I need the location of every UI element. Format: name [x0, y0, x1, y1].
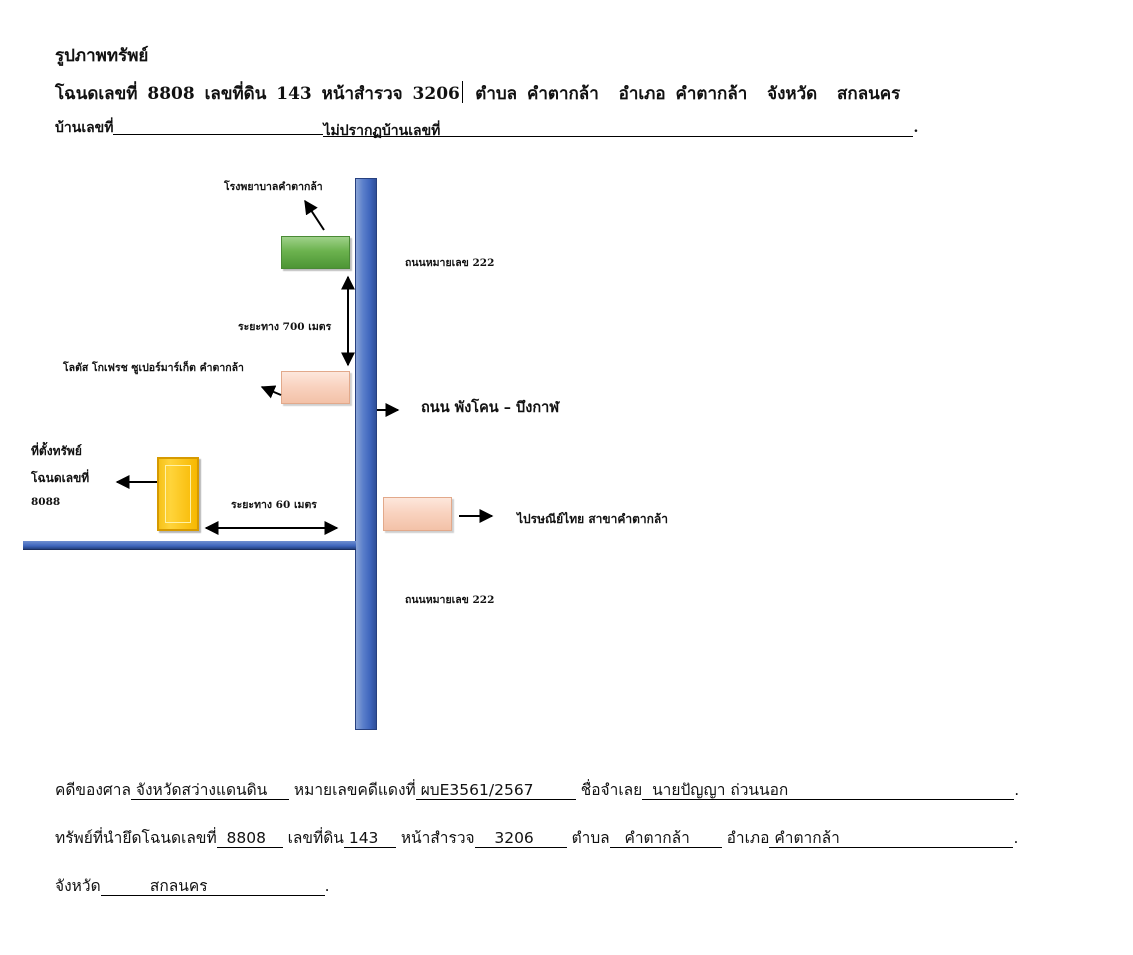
property-label-1: ที่ตั้งทรัพย์	[31, 444, 82, 458]
province-label: จังหวัด	[767, 84, 818, 104]
survey-number: 3206	[412, 84, 460, 104]
seized-deed-number: 8808	[226, 829, 266, 847]
post-office-label: ไปรษณีย์ไทย สาขาคำตากล้า	[517, 512, 668, 526]
defendant-label: ชื่อจำเลย	[580, 781, 643, 799]
court-case-line: คดีของศาล จังหวัดสว่างแดนดิน หมายเลขคดีแ…	[55, 777, 1019, 802]
highway-222-road	[355, 178, 377, 730]
survey-label: หน้าสำรวจ	[321, 84, 403, 104]
seized-survey-number: 3206	[494, 829, 534, 847]
property-label-2: โฉนดเลขที่	[31, 471, 90, 485]
seized-district: คำตากล้า	[774, 829, 840, 847]
seized-district-label: อำเภอ	[726, 829, 770, 847]
seized-land-field: 143	[343, 829, 396, 848]
seized-subdistrict-field: คำตากล้า	[609, 829, 722, 848]
seized-land-label: เลขที่ดิน	[287, 829, 344, 847]
court-label: คดีของศาล	[55, 781, 131, 799]
seized-province-field: สกลนคร	[100, 877, 325, 896]
property-label-3: 8088	[31, 496, 61, 508]
house-number-line: บ้านเลขที่ ไม่ปรากฏบ้านเลขที่.	[55, 117, 918, 139]
deed-label: โฉนดเลขที่	[55, 84, 138, 104]
seized-survey-label: หน้าสำรวจ	[400, 829, 475, 847]
seized-deed-line: ทรัพย์ที่นำยึดโฉนดเลขที่ 8808 เลขที่ดิน …	[55, 825, 1018, 850]
hospital-label: โรงพยาบาลคำตากล้า	[224, 181, 323, 193]
subdistrict-label: ตำบล	[475, 84, 518, 104]
case-number: ผบE3561/2567	[420, 781, 534, 799]
defendant-name: นายปัญญา ถ่วนนอก	[652, 781, 789, 799]
side-road	[23, 541, 356, 550]
court-field: จังหวัดสว่างแดนดิน	[130, 781, 289, 800]
house-blank	[113, 118, 324, 135]
seized-province-line: จังหวัด สกลนคร.	[55, 873, 330, 898]
line2-end: .	[1013, 829, 1019, 847]
defendant-field: นายปัญญา ถ่วนนอก	[642, 781, 1015, 800]
main-road-label: ถนน พังโคน – บึงกาฬ	[421, 399, 560, 416]
seized-province: สกลนคร	[149, 877, 208, 895]
district-label: อำเภอ	[618, 84, 666, 104]
deed-number: 8808	[147, 84, 195, 104]
land-label: เลขที่ดิน	[204, 84, 267, 104]
line1-end: .	[1014, 781, 1020, 799]
province-value: สกลนคร	[837, 84, 901, 104]
house-end: .	[913, 120, 919, 136]
seized-subdistrict: คำตากล้า	[624, 829, 690, 847]
seized-district-field: คำตากล้า	[769, 829, 1014, 848]
land-number: 143	[276, 84, 312, 104]
lotus-arrow	[260, 385, 282, 399]
subdistrict-value: คำตากล้า	[527, 84, 599, 104]
highway-bottom-label: ถนนหมายเลข 222	[405, 594, 495, 606]
house-value-field: ไม่ปรากฏบ้านเลขที่	[323, 120, 914, 139]
court-value: จังหวัดสว่างแดนดิน	[135, 781, 268, 799]
seized-deed-field: 8808	[216, 829, 283, 848]
page-title: รูปภาพทรัพย์	[55, 46, 149, 66]
house-label: บ้านเลขที่	[55, 120, 114, 136]
house-value: ไม่ปรากฏบ้านเลขที่	[323, 123, 441, 139]
seized-label: ทรัพย์ที่นำยึดโฉนดเลขที่	[55, 829, 217, 847]
seized-survey-field: 3206	[474, 829, 567, 848]
case-label: หมายเลขคดีแดงที่	[293, 781, 416, 799]
property-marker	[157, 457, 199, 531]
hospital-arrow	[304, 199, 325, 231]
case-field: ผบE3561/2567	[415, 781, 576, 800]
post-office-marker	[383, 497, 452, 531]
hospital-marker	[281, 236, 350, 269]
distance-60-label: ระยะทาง 60 เมตร	[231, 499, 317, 511]
district-value: คำตากล้า	[675, 84, 748, 104]
lotus-marker	[281, 371, 350, 404]
text-cursor	[461, 81, 464, 103]
deed-info-line: โฉนดเลขที่ 8808 เลขที่ดิน 143 หน้าสำรวจ …	[55, 80, 900, 107]
line3-end: .	[324, 877, 330, 895]
seized-land-number: 143	[348, 829, 379, 847]
lotus-label: โลตัส โกเฟรช ซูเปอร์มาร์เก็ต คำตากล้า	[63, 362, 244, 374]
seized-province-label: จังหวัด	[55, 877, 101, 895]
highway-top-label: ถนนหมายเลข 222	[405, 257, 495, 269]
distance-700-label: ระยะทาง 700 เมตร	[238, 321, 332, 333]
seized-subdistrict-label: ตำบล	[571, 829, 610, 847]
